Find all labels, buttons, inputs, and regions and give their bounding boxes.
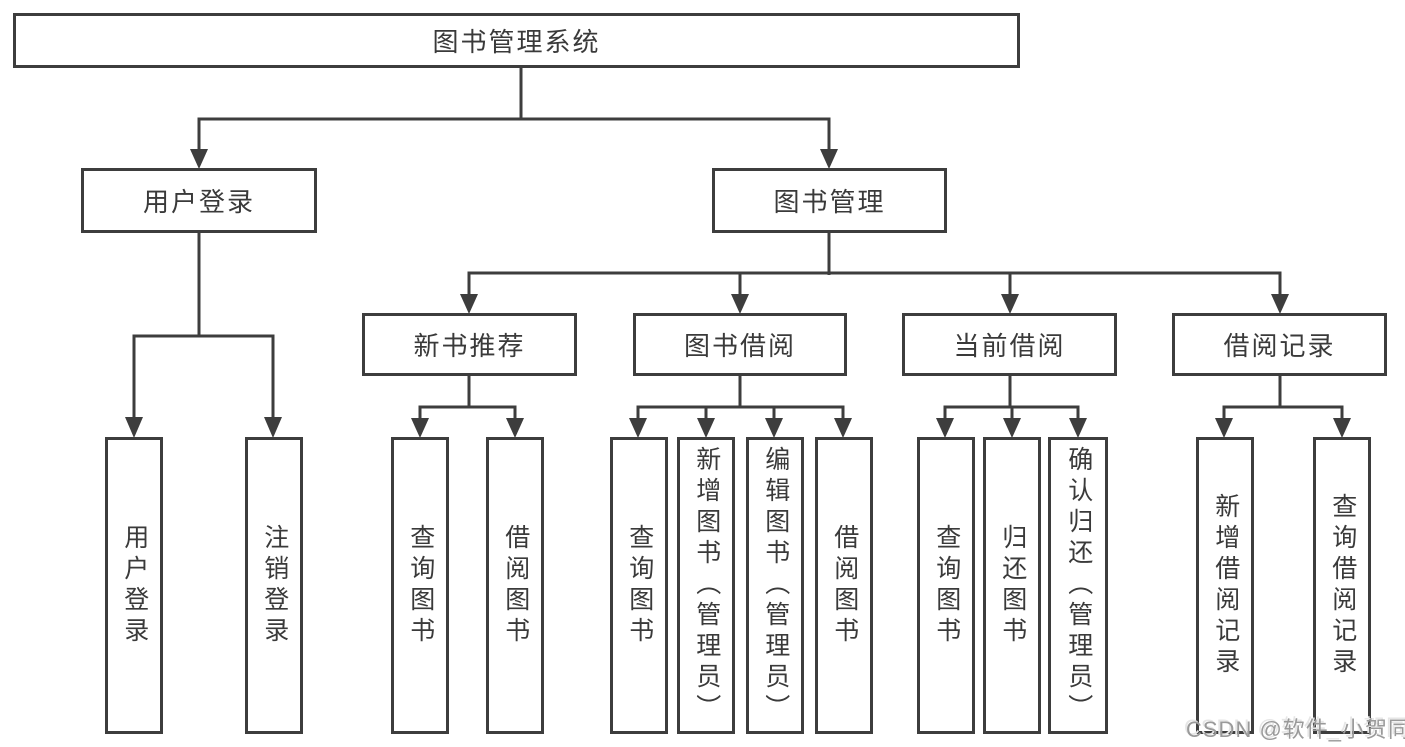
node-user-login: 用户登录	[81, 168, 317, 233]
leaf-current-return-book: 归还图书	[983, 437, 1041, 734]
node-new-book-recommend-label: 新书推荐	[413, 331, 526, 361]
leaf-logout: 注销登录	[245, 437, 303, 734]
leaf-current-confirm-return-label: 确认归还（管理员）	[1064, 446, 1093, 725]
leaf-current-query-book: 查询图书	[917, 437, 975, 734]
leaf-borrow-add-book: 新增图书（管理员）	[677, 437, 735, 734]
leaf-borrow-edit-book: 编辑图书（管理员）	[746, 437, 804, 734]
leaf-records-add-record: 新增借阅记录	[1196, 437, 1254, 734]
leaf-borrow-borrow-book: 借阅图书	[815, 437, 873, 734]
node-book-borrow-label: 图书借阅	[683, 331, 796, 361]
leaf-recommend-borrow-book: 借阅图书	[486, 437, 544, 734]
leaf-records-query-record: 查询借阅记录	[1313, 437, 1371, 734]
leaf-recommend-query-book: 查询图书	[391, 437, 449, 734]
leaf-borrow-query-book-label: 查询图书	[625, 523, 654, 648]
leaf-current-query-book-label: 查询图书	[932, 523, 961, 648]
node-borrow-records: 借阅记录	[1172, 313, 1387, 376]
watermark: CSDN @软件_小贺同学	[1186, 717, 1405, 742]
node-book-management: 图书管理	[712, 168, 947, 233]
leaf-borrow-borrow-book-label: 借阅图书	[830, 523, 859, 648]
leaf-borrow-query-book: 查询图书	[610, 437, 668, 734]
node-user-login-label: 用户登录	[142, 187, 255, 217]
node-book-borrow: 图书借阅	[633, 313, 847, 376]
leaf-recommend-query-book-label: 查询图书	[406, 523, 435, 648]
leaf-recommend-borrow-book-label: 借阅图书	[501, 523, 530, 648]
node-borrow-records-label: 借阅记录	[1223, 331, 1336, 361]
node-book-management-label: 图书管理	[773, 187, 886, 217]
leaf-records-add-record-label: 新增借阅记录	[1211, 492, 1240, 679]
node-root: 图书管理系统	[13, 13, 1020, 68]
node-current-borrow-label: 当前借阅	[953, 331, 1066, 361]
leaf-user-login: 用户登录	[105, 437, 163, 734]
node-root-label: 图书管理系统	[432, 27, 601, 57]
node-new-book-recommend: 新书推荐	[362, 313, 577, 376]
leaf-records-query-record-label: 查询借阅记录	[1328, 492, 1357, 679]
leaf-logout-label: 注销登录	[260, 523, 289, 648]
leaf-current-return-book-label: 归还图书	[998, 523, 1027, 648]
leaf-user-login-label: 用户登录	[120, 523, 149, 648]
leaf-borrow-add-book-label: 新增图书（管理员）	[692, 446, 721, 725]
leaf-borrow-edit-book-label: 编辑图书（管理员）	[761, 446, 790, 725]
node-current-borrow: 当前借阅	[902, 313, 1117, 376]
leaf-current-confirm-return: 确认归还（管理员）	[1048, 437, 1108, 734]
